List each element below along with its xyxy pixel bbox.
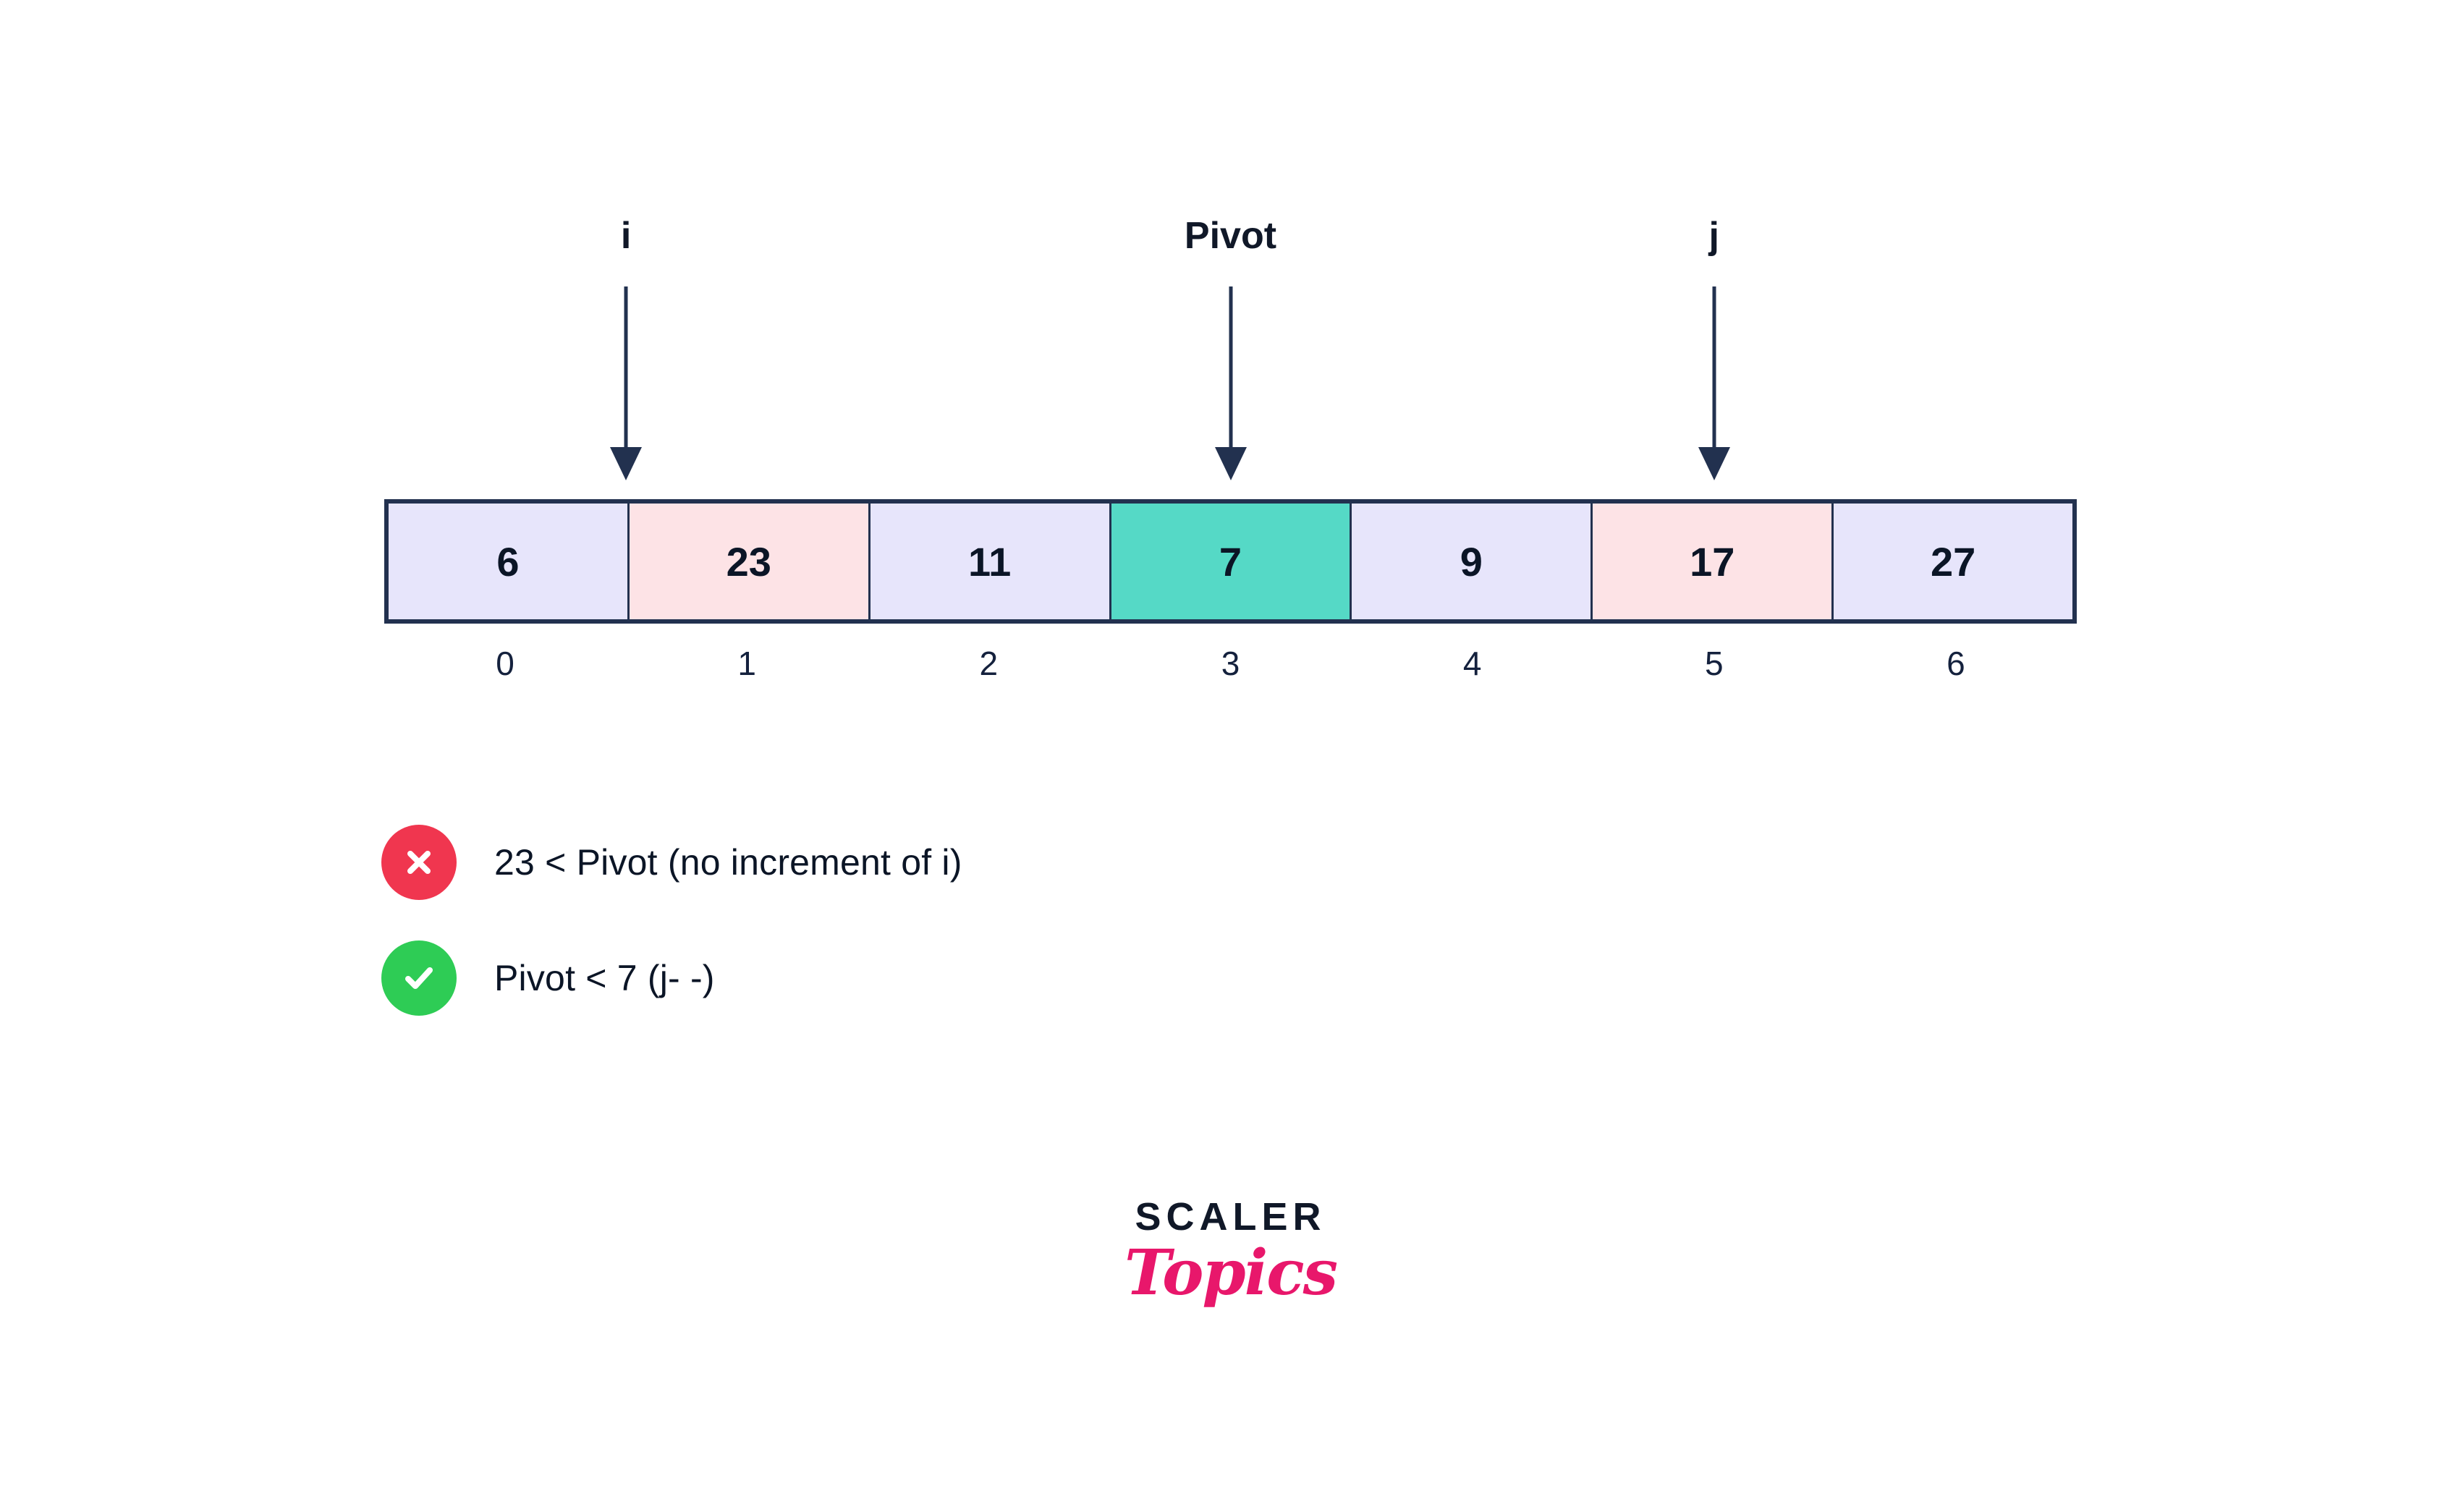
pointer-layer: i Pivot j: [384, 217, 2077, 492]
array-cell-pivot: 7: [1111, 504, 1352, 619]
arrow-shaft: [624, 286, 628, 451]
array-visualization: 6 23 11 7 9 17 27 0 1 2 3 4 5 6: [384, 499, 2077, 683]
arrow-head: [610, 447, 643, 480]
arrow-shaft: [1229, 286, 1232, 451]
array-cell: 17: [1593, 504, 1834, 619]
arrow-down-icon: [1698, 286, 1730, 480]
check-icon: [381, 940, 457, 1016]
array-index: 3: [1221, 645, 1240, 682]
arrow-shaft: [1712, 286, 1716, 451]
array-index: 1: [737, 645, 756, 682]
array-cell: 6: [389, 504, 630, 619]
brand-logo: SCALER Topics: [0, 1197, 2461, 1306]
logo-scaler-text: SCALER: [1135, 1195, 1326, 1239]
array-cell: 27: [1834, 504, 2073, 619]
cross-icon: [381, 825, 457, 900]
condition-text: 23 < Pivot (no increment of i): [494, 842, 962, 883]
condition-row-false: 23 < Pivot (no increment of i): [381, 825, 962, 900]
arrow-head: [1214, 447, 1247, 480]
array-cell: 11: [870, 504, 1111, 619]
pointer-label-j: j: [1708, 215, 1720, 257]
pointer-label-i: i: [620, 215, 632, 257]
arrow-down-icon: [610, 286, 643, 480]
arrow-down-icon: [1214, 286, 1247, 480]
arrow-head: [1698, 447, 1730, 480]
array-index: 0: [496, 645, 514, 682]
condition-text: Pivot < 7 (j- -): [494, 958, 715, 998]
array-index: 5: [1704, 645, 1724, 682]
condition-row-true: Pivot < 7 (j- -): [381, 940, 962, 1016]
array-cell: 9: [1352, 504, 1593, 619]
array-index: 4: [1462, 645, 1482, 682]
array-index-row: 0 1 2 3 4 5 6: [384, 644, 2077, 683]
array-row: 6 23 11 7 9 17 27: [384, 499, 2077, 624]
array-index: 2: [979, 645, 999, 682]
condition-list: 23 < Pivot (no increment of i) Pivot < 7…: [381, 825, 962, 1056]
array-cell: 23: [629, 504, 871, 619]
logo-topics-text: Topics: [1124, 1236, 1338, 1309]
array-index: 6: [1947, 645, 1965, 682]
pointer-label-pivot: Pivot: [1184, 215, 1277, 257]
